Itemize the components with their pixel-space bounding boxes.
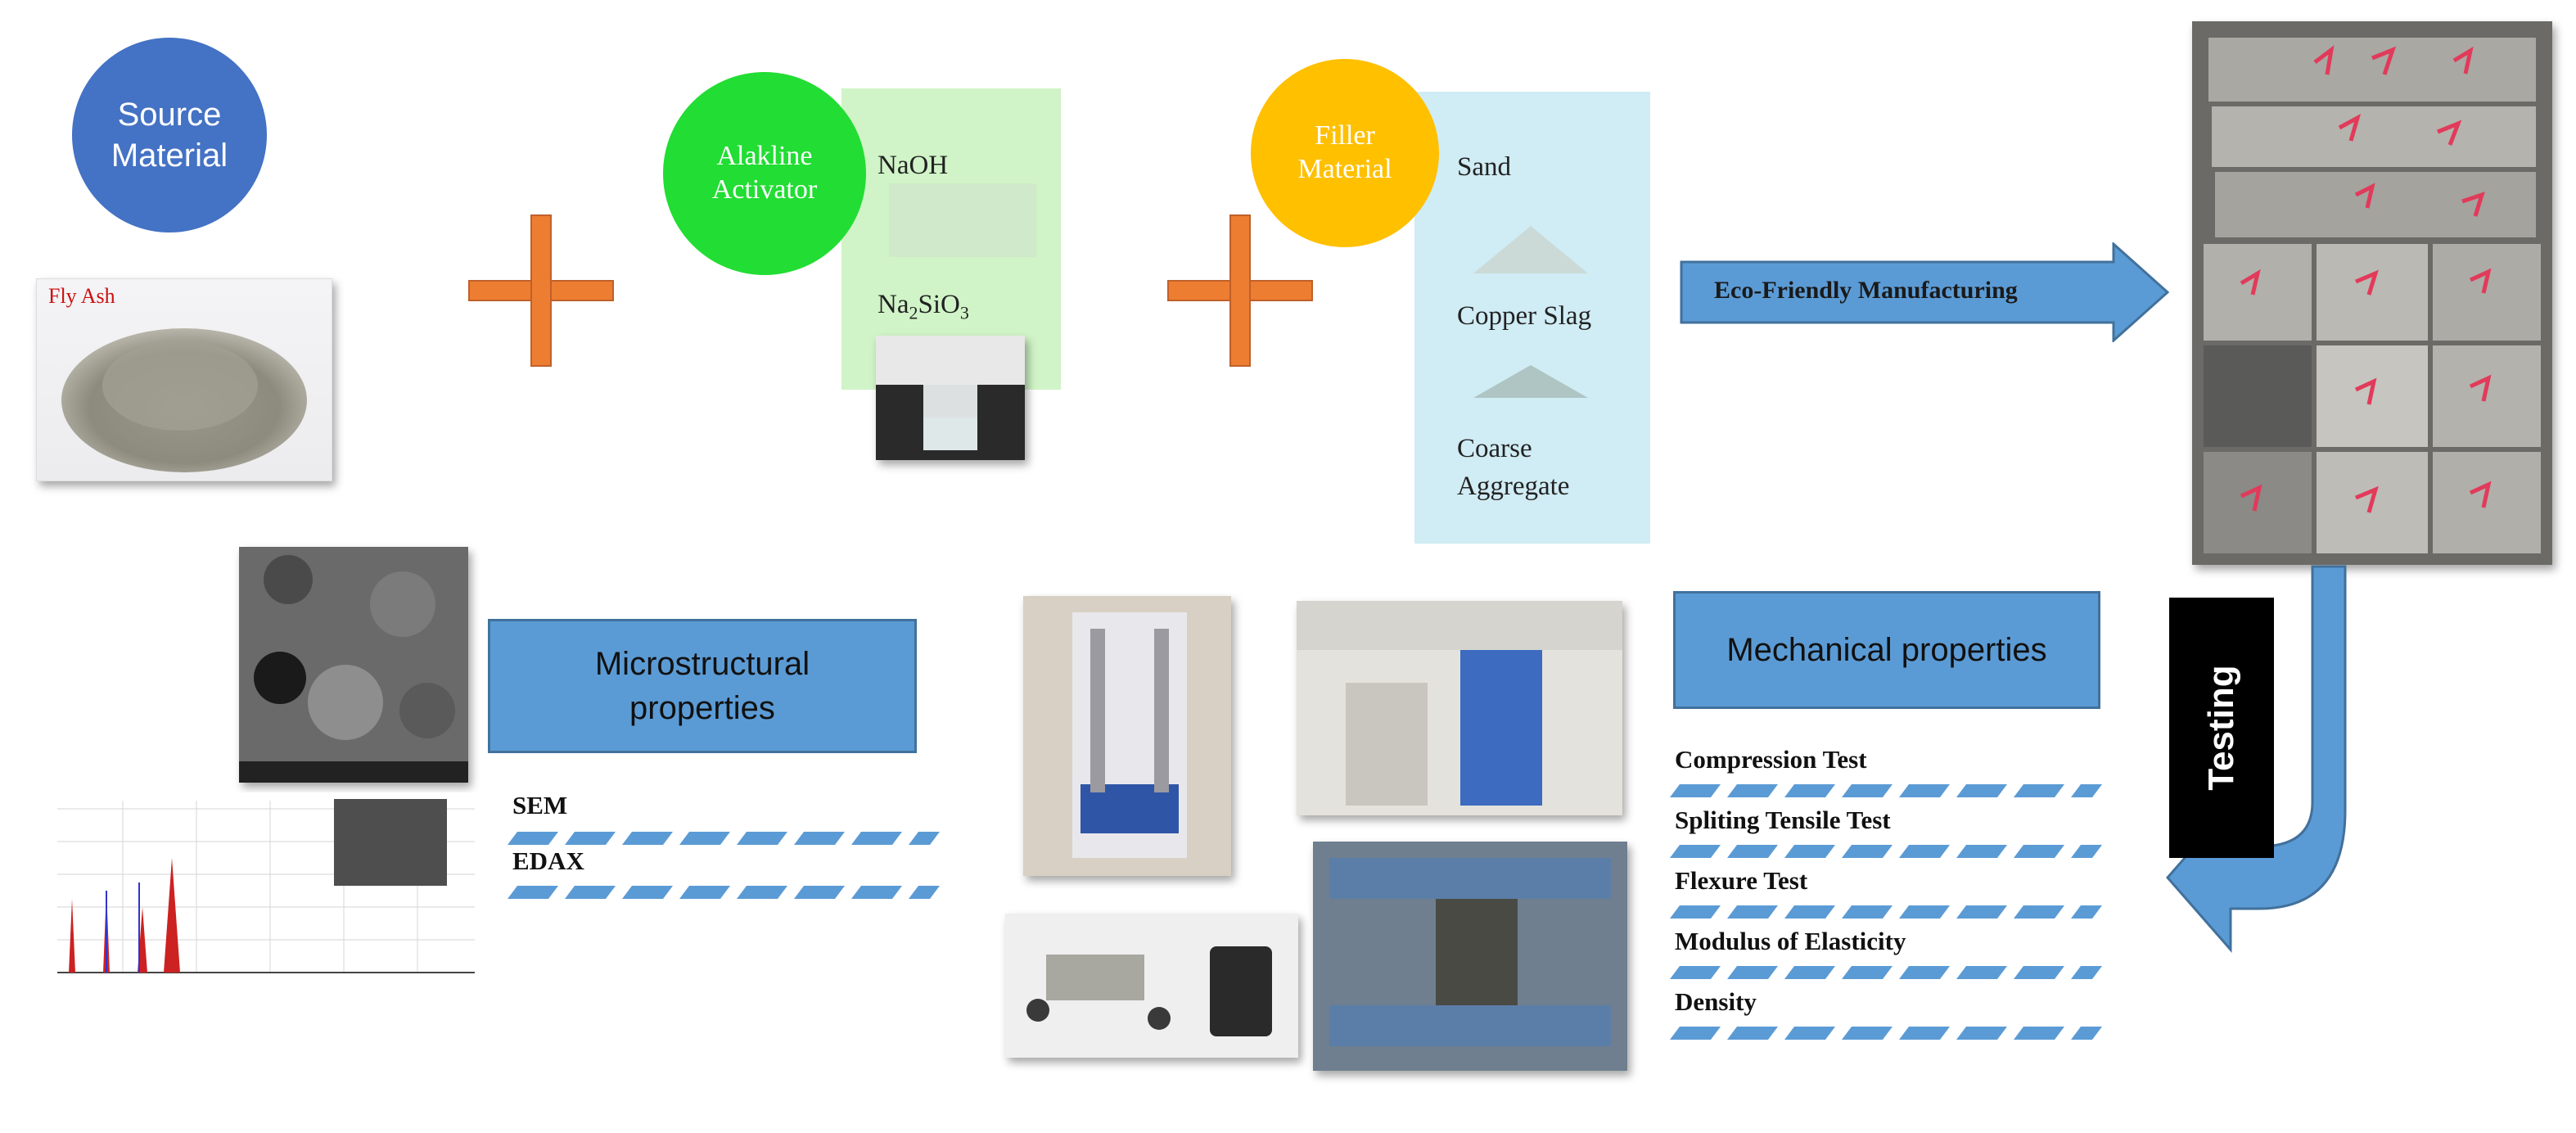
activator-line1: Alakline xyxy=(716,141,813,172)
filler-line1: Filler xyxy=(1315,120,1375,151)
naoh-label: NaOH xyxy=(877,151,949,180)
micro-line2: properties xyxy=(629,690,775,726)
stripe-divider-edax xyxy=(508,886,940,899)
micro-test-edax: EDAX xyxy=(512,846,584,875)
fly-ash-pile-icon xyxy=(61,328,307,472)
filler-line2: Material xyxy=(1297,154,1392,184)
stripe-divider-flexure xyxy=(1670,905,2102,919)
fly-ash-label: Fly Ash xyxy=(48,284,115,308)
sodium-silicate-beaker-photo xyxy=(876,336,1025,460)
stripe-divider-compression xyxy=(1670,784,2102,797)
utm-machine-icon xyxy=(1072,612,1187,858)
concrete-specimens-photo xyxy=(2192,21,2552,565)
eco-friendly-arrow-icon xyxy=(1680,242,2170,342)
alkaline-activator-circle: Alakline Activator xyxy=(663,72,866,275)
mech-test-density: Density xyxy=(1675,987,1757,1016)
stripe-divider-density xyxy=(1670,1027,2102,1040)
stripe-divider-splitting xyxy=(1670,845,2102,858)
coarse-label: Coarse xyxy=(1457,434,1532,463)
compression-machine-photo xyxy=(1297,601,1622,815)
sem-image xyxy=(239,547,468,783)
eco-friendly-label: Eco-Friendly Manufacturing xyxy=(1714,277,2018,304)
sand-pile-icon xyxy=(1473,226,1588,273)
ultrasonic-tester-icon xyxy=(1026,946,1272,1036)
sand-label: Sand xyxy=(1457,152,1511,182)
mech-test-splitting-tensile: Spliting Tensile Test xyxy=(1675,806,1891,834)
stripe-divider-modulus xyxy=(1670,966,2102,979)
micro-test-sem: SEM xyxy=(512,791,568,819)
flexure-test-icon xyxy=(1329,858,1611,1046)
source-line2: Material xyxy=(111,138,228,174)
testing-box: Testing xyxy=(2169,598,2274,858)
edax-spectrum-icon xyxy=(57,801,475,973)
source-line1: Source xyxy=(117,97,222,133)
specimens-icon xyxy=(2204,38,2541,553)
micro-line1: Microstructural xyxy=(594,646,810,682)
source-material-circle: Source Material xyxy=(72,38,267,232)
mech-test-compression: Compression Test xyxy=(1675,745,1867,774)
compression-machine-icon xyxy=(1297,601,1622,806)
testing-label: Testing xyxy=(2201,665,2241,791)
filler-material-circle: Filler Material xyxy=(1251,59,1439,247)
flexure-test-photo xyxy=(1313,842,1627,1071)
copper-slag-label: Copper Slag xyxy=(1457,301,1592,331)
beaker-icon xyxy=(876,336,1025,450)
fly-ash-photo: Fly Ash xyxy=(36,278,332,481)
sodium-silicate-label: Na2SiO3 xyxy=(877,290,969,323)
edax-inset-image xyxy=(334,799,447,886)
filler-panel xyxy=(1414,92,1650,544)
utm-machine-photo xyxy=(1023,596,1231,876)
activator-line2: Activator xyxy=(711,174,818,205)
microstructural-properties-box: Microstructural properties xyxy=(488,619,917,753)
stripe-divider-sem xyxy=(508,832,940,845)
mech-title: Mechanical properties xyxy=(1726,632,2047,668)
sem-texture-icon xyxy=(239,547,468,783)
mechanical-properties-box: Mechanical properties xyxy=(1673,591,2100,709)
mech-test-flexure: Flexure Test xyxy=(1675,866,1808,895)
aggregate-label: Aggregate xyxy=(1457,472,1570,501)
mech-test-modulus: Modulus of Elasticity xyxy=(1675,927,1906,955)
naoh-photo xyxy=(889,183,1036,257)
ultrasonic-tester-photo xyxy=(1005,914,1298,1058)
copper-slag-pile-icon xyxy=(1473,365,1588,398)
